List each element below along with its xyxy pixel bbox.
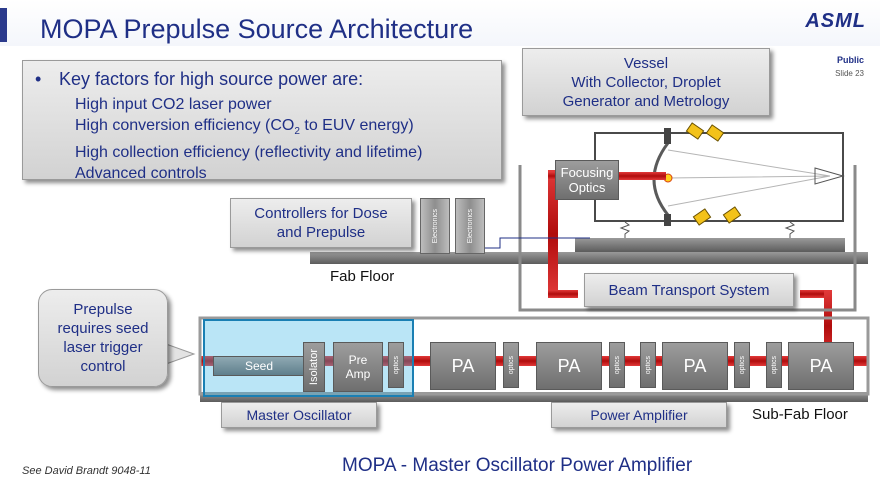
droplet-catcher	[664, 214, 671, 226]
callout-line: Prepulse	[73, 301, 133, 318]
title-accent	[0, 8, 7, 42]
title-bar	[0, 0, 880, 46]
callout-line: laser trigger	[63, 339, 143, 356]
pa-stage: PA	[536, 342, 602, 390]
preamp-label: Amp	[345, 367, 371, 381]
prepulse-callout: Prepulse requires seed laser trigger con…	[38, 289, 168, 387]
controllers-label: and Prepulse	[276, 224, 366, 241]
callout-line: control	[80, 358, 126, 375]
vessel-output-cone	[814, 167, 845, 185]
preamp-block: Pre Amp	[333, 342, 383, 392]
key-factor-item: High collection efficiency (reflectivity…	[75, 144, 423, 162]
optics-block: optics	[609, 342, 625, 388]
classification-label: Public	[836, 55, 864, 65]
footer-note: See David Brandt 9048-11	[22, 465, 151, 477]
vessel-label-box: Vessel With Collector, Droplet Generator…	[522, 48, 770, 116]
electronics-rack: Electronics	[420, 198, 450, 254]
power-amplifier-label: Power Amplifier	[551, 402, 727, 428]
subfab-floor-slab	[200, 392, 868, 402]
optics-label: optics	[738, 355, 746, 375]
electronics-label: Electronics	[431, 208, 439, 244]
droplet-generator	[664, 128, 671, 144]
key-factor-subscript: 2	[294, 126, 300, 138]
key-factor-text: to EUV energy)	[299, 117, 414, 134]
focusing-optics-block: Focusing Optics	[555, 160, 619, 200]
asml-logo: ASML	[805, 10, 866, 32]
vessel-supports	[619, 221, 796, 238]
isolator-label: Isolator	[308, 348, 320, 386]
slide-title: MOPA Prepulse Source Architecture	[40, 14, 474, 44]
isolator-block: Isolator	[303, 342, 325, 392]
electronics-rack: Electronics	[455, 198, 485, 254]
key-factor-item: Advanced controls	[75, 165, 207, 183]
optics-label: optics	[644, 355, 652, 375]
key-factor-item: High conversion efficiency (CO2 to EUV e…	[75, 115, 422, 142]
key-factors-box: • Key factors for high source power are:…	[22, 60, 502, 182]
focusing-optics-label: Optics	[568, 180, 606, 195]
preamp-label: Pre	[348, 353, 368, 367]
beam-transport-box: Beam Transport System	[584, 273, 794, 307]
key-factor-text: High conversion efficiency (CO	[75, 117, 295, 134]
slide-number: Slide 23	[835, 69, 864, 78]
optics-label: optics	[770, 355, 778, 375]
pa-stage: PA	[430, 342, 496, 390]
subfab-floor-label: Sub-Fab Floor	[752, 406, 848, 423]
laser-cabinet	[198, 316, 870, 396]
bullet-marker: •	[35, 69, 42, 89]
optics-label: optics	[507, 355, 515, 375]
metrology-cameras	[685, 122, 742, 226]
seed-laser: Seed	[213, 356, 305, 376]
pa-stage: PA	[662, 342, 728, 390]
key-factor-item: High input CO2 laser power	[75, 96, 272, 113]
optics-label: optics	[392, 355, 400, 375]
optics-block: optics	[766, 342, 782, 388]
control-lines	[485, 237, 590, 249]
fab-floor-slab	[310, 252, 868, 264]
pa-stage: PA	[788, 342, 854, 390]
electronics-label: Electronics	[466, 208, 474, 244]
vessel-platform	[575, 238, 845, 252]
controllers-box: Controllers for Dose and Prepulse	[230, 198, 412, 248]
optics-block: optics	[640, 342, 656, 388]
focusing-optics-label: Focusing	[560, 165, 614, 180]
vessel-label-line: Generator and Metrology	[562, 92, 730, 110]
vessel-label-line: Vessel	[623, 54, 669, 72]
footer-caption: MOPA - Master Oscillator Power Amplifier	[342, 455, 693, 476]
optics-block: optics	[503, 342, 519, 388]
callout-line: requires seed	[57, 320, 149, 337]
fab-floor-label: Fab Floor	[330, 268, 395, 285]
key-factors-heading: Key factors for high source power are:	[59, 69, 364, 89]
vessel-label-line: With Collector, Droplet	[571, 73, 721, 91]
optics-block: optics	[734, 342, 750, 388]
optics-block: optics	[388, 342, 404, 388]
key-factors-list: High input CO2 laser power High conversi…	[75, 94, 422, 184]
optics-label: optics	[613, 355, 621, 375]
master-oscillator-label: Master Oscillator	[221, 402, 377, 428]
euv-light-cone	[667, 149, 831, 207]
controllers-label: Controllers for Dose	[254, 205, 388, 222]
